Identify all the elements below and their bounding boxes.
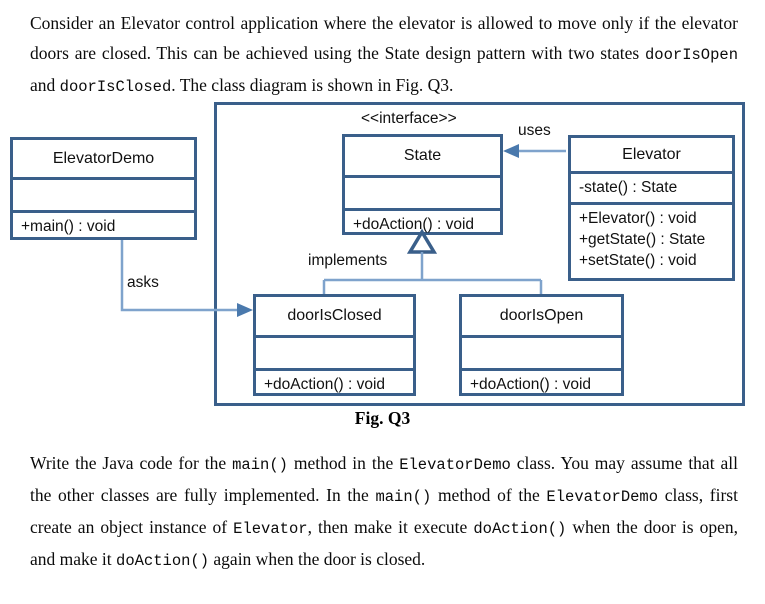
intro-text-segment-1: Consider an Elevator control application…	[30, 13, 738, 63]
uml-method-main: +main() : void	[21, 218, 116, 235]
uml-class-elevatordemo-attributes	[13, 177, 194, 210]
task-code-elevatordemo-2: ElevatorDemo	[546, 488, 659, 506]
uml-class-state-attributes	[345, 175, 500, 208]
uml-class-doorisclosed-attributes	[256, 335, 413, 368]
task-text-segment-2: method in the	[287, 453, 400, 473]
uml-attribute-state: -state() : State	[579, 179, 678, 196]
uml-class-state-stereotype: <<interface>>	[361, 110, 457, 127]
uml-method-doorisopen-doaction: +doAction() : void	[470, 376, 592, 393]
uml-method-doorisclosed-doaction: +doAction() : void	[264, 376, 386, 393]
uml-method-elevator-ctor: +Elevator() : void	[579, 210, 697, 227]
uml-method-getstate: +getState() : State	[579, 231, 706, 248]
uml-class-state-name: State	[403, 147, 442, 164]
connector-label-implements: implements	[308, 252, 388, 269]
task-text-segment-1: Write the Java code for the	[30, 453, 233, 473]
task-code-main-1: main()	[232, 456, 288, 474]
task-code-doaction-1: doAction()	[473, 520, 567, 538]
task-text-segment-6: , then make it execute	[307, 517, 474, 537]
uml-class-state-methods: +doAction() : void	[345, 208, 500, 238]
intro-text-segment-2: and	[30, 75, 60, 95]
task-code-elevator: Elevator	[233, 520, 308, 538]
task-text-segment-7: when the door is open, and make it	[30, 517, 738, 569]
uml-class-elevatordemo: ElevatorDemo +main() : void	[10, 137, 197, 240]
task-paragraph: Write the Java code for the main() metho…	[30, 448, 738, 576]
uml-class-doorisclosed-title: doorIsClosed	[256, 297, 413, 335]
task-code-main-2: main()	[375, 488, 432, 506]
uml-class-elevatordemo-methods: +main() : void	[13, 210, 194, 240]
uml-class-doorisclosed-name: doorIsClosed	[287, 307, 382, 324]
uml-class-doorisopen-name: doorIsOpen	[499, 307, 584, 324]
uml-class-doorisclosed: doorIsClosed +doAction() : void	[253, 294, 416, 396]
uml-class-doorisopen-methods: +doAction() : void	[462, 368, 621, 399]
uml-class-elevator-methods: +Elevator() : void +getState() : State +…	[571, 202, 732, 278]
connector-label-uses: uses	[518, 122, 551, 139]
connector-label-asks: asks	[127, 274, 159, 291]
uml-class-doorisopen-title: doorIsOpen	[462, 297, 621, 335]
task-text-segment-3: class. You may assume that all the other…	[30, 453, 738, 505]
uml-method-setstate: +setState() : void	[579, 252, 697, 269]
uml-class-doorisopen: doorIsOpen +doAction() : void	[459, 294, 624, 396]
task-text-segment-4: method of the	[431, 485, 547, 505]
uml-method-state-doaction: +doAction() : void	[353, 216, 475, 233]
task-text-segment-8: again when the door is closed.	[209, 549, 426, 569]
uml-class-state: State +doAction() : void	[342, 134, 503, 235]
intro-paragraph: Consider an Elevator control application…	[30, 8, 738, 102]
task-code-elevatordemo-1: ElevatorDemo	[399, 456, 511, 474]
uml-class-elevator-attributes: -state() : State	[571, 171, 732, 202]
intro-code-doorisclosed: doorIsClosed	[59, 78, 172, 96]
uml-class-elevator-name: Elevator	[622, 145, 681, 163]
uml-class-elevator-title: Elevator	[571, 138, 732, 171]
task-code-doaction-2: doAction()	[116, 552, 210, 570]
intro-text-segment-3: . The class diagram is shown in Fig. Q3.	[171, 75, 454, 95]
uml-class-elevatordemo-title: ElevatorDemo	[13, 140, 194, 177]
task-text-segment-5: class, first create an object instance o…	[30, 485, 738, 537]
uml-class-elevatordemo-name: ElevatorDemo	[52, 149, 155, 167]
uml-class-state-title: State	[345, 137, 500, 175]
figure-caption: Fig. Q3	[354, 408, 411, 428]
uml-class-elevator: Elevator -state() : State +Elevator() : …	[568, 135, 735, 281]
uml-class-doorisopen-attributes	[462, 335, 621, 368]
uml-class-doorisclosed-methods: +doAction() : void	[256, 368, 413, 399]
intro-code-doorisopen: doorIsOpen	[644, 46, 738, 64]
